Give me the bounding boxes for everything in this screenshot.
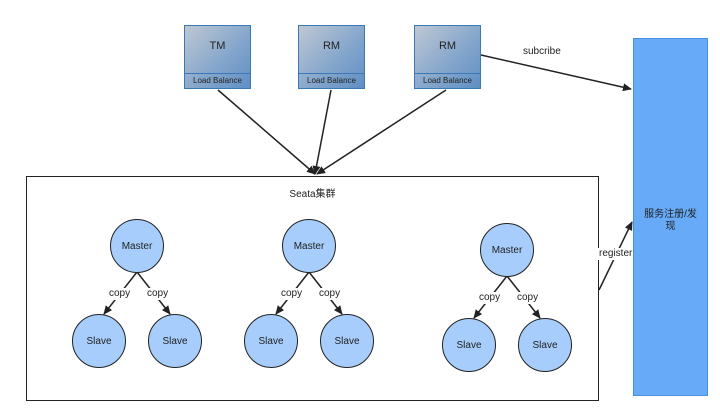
copy-label: copy: [516, 292, 540, 304]
client-name: RM: [438, 40, 457, 52]
load-balance-label: Load Balance: [415, 73, 480, 88]
load-balance-label: Load Balance: [185, 73, 250, 88]
rm-client-box-2: RM Load Balance: [414, 25, 481, 89]
tm-client-box: TM Load Balance: [184, 25, 251, 89]
slave-node: Slave: [442, 318, 496, 372]
master-node: Master: [110, 219, 164, 273]
slave-node: Slave: [148, 314, 202, 368]
seata-cluster-box: Seata集群: [26, 176, 599, 401]
load-balance-label: Load Balance: [299, 73, 364, 88]
client-name: RM: [322, 40, 341, 52]
slave-node: Slave: [244, 314, 298, 368]
copy-label: copy: [146, 288, 170, 300]
slave-node: Slave: [518, 318, 572, 372]
subscribe-label: subcribe: [522, 46, 562, 58]
slave-node: Slave: [320, 314, 374, 368]
master-node: Master: [282, 219, 336, 273]
master-node: Master: [480, 223, 534, 277]
copy-label: copy: [108, 288, 132, 300]
slave-node: Slave: [72, 314, 126, 368]
tm-to-cluster-arrow: [217, 89, 316, 175]
copy-label: copy: [478, 292, 502, 304]
rm2-to-cluster-arrow: [316, 89, 447, 175]
copy-label: copy: [318, 288, 342, 300]
rm1-to-cluster-arrow: [312, 89, 332, 175]
copy-label: copy: [280, 288, 304, 300]
subscribe-arrow: [480, 54, 632, 92]
service-registry-box: 服务注册/发现: [633, 38, 708, 396]
rm-client-box-1: RM Load Balance: [298, 25, 365, 89]
registry-label: 服务注册/发现: [644, 209, 697, 232]
client-name: TM: [209, 40, 226, 52]
register-label: register: [598, 248, 634, 260]
cluster-title: Seata集群: [289, 189, 336, 200]
